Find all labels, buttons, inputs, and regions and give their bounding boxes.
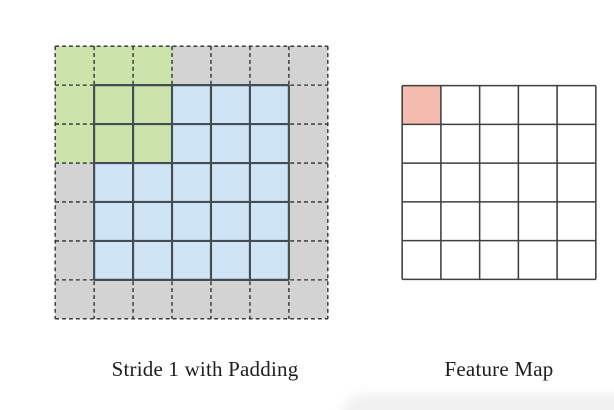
grid-cell-kernel_green [133, 85, 173, 125]
feature-map-grid [401, 84, 597, 281]
right-grid-caption: Feature Map [444, 357, 554, 381]
grid-cell-empty_white [479, 201, 519, 241]
grid-cell-padding_gray [94, 279, 134, 319]
grid-cell-kernel_green [94, 85, 134, 125]
grid-cell-padding_gray [55, 279, 95, 319]
grid-cell-padding_gray [288, 46, 328, 86]
grid-cell-padding_gray [288, 85, 328, 125]
grid-cell-padding_gray [249, 279, 289, 319]
grid-cell-input_blue [172, 163, 211, 202]
grid-cell-empty_white [440, 201, 480, 241]
grid-cell-input_blue [210, 201, 250, 241]
bottom-overlay-shadow [342, 394, 614, 410]
grid-cell-padding_gray [288, 163, 328, 202]
grid-cell-input_blue [94, 201, 134, 241]
grid-cell-empty_white [479, 163, 519, 202]
grid-cell-kernel_green [55, 85, 95, 125]
grid-cell-padding_gray [288, 240, 328, 280]
grid-cell-input_blue [172, 240, 211, 280]
grid-cell-padding_gray [288, 279, 328, 319]
grid-cell-padding_gray [288, 124, 328, 164]
grid-cell-empty_white [518, 85, 558, 125]
grid-cell-kernel_green [94, 124, 134, 164]
grid-cell-empty_white [402, 240, 441, 280]
grid-cell-kernel_green [94, 46, 134, 86]
grid-cell-padding_gray [55, 163, 95, 202]
grid-cell-padding_gray [55, 201, 95, 241]
grid-cell-padding_gray [249, 46, 289, 86]
grid-cell-empty_white [557, 201, 596, 241]
grid-cell-input_blue [210, 163, 250, 202]
grid-cell-empty_white [518, 163, 558, 202]
grid-cell-input_blue [172, 124, 211, 164]
grid-cell-input_blue [249, 85, 289, 125]
grid-cell-active_salmon [402, 85, 441, 125]
grid-cell-input_blue [94, 240, 134, 280]
grid-cell-input_blue [94, 163, 134, 202]
grid-cell-padding_gray [172, 46, 211, 86]
padded-input-grid [54, 45, 329, 320]
grid-cell-empty_white [518, 240, 558, 280]
grid-cell-input_blue [133, 240, 173, 280]
grid-cell-empty_white [440, 85, 480, 125]
grid-cell-empty_white [518, 201, 558, 241]
grid-cell-input_blue [133, 201, 173, 241]
grid-cell-empty_white [479, 124, 519, 164]
grid-cell-input_blue [210, 124, 250, 164]
grid-cell-input_blue [133, 163, 173, 202]
grid-cell-kernel_green [133, 124, 173, 164]
grid-cell-empty_white [402, 124, 441, 164]
grid-cell-empty_white [557, 240, 596, 280]
grid-cell-empty_white [479, 85, 519, 125]
grid-cell-empty_white [557, 124, 596, 164]
grid-cell-padding_gray [55, 240, 95, 280]
grid-cell-empty_white [402, 163, 441, 202]
grid-cell-padding_gray [133, 279, 173, 319]
grid-cell-input_blue [210, 85, 250, 125]
grid-cell-input_blue [210, 240, 250, 280]
grid-cell-kernel_green [55, 46, 95, 86]
grid-cell-input_blue [172, 85, 211, 125]
grid-cell-input_blue [249, 201, 289, 241]
grid-cell-empty_white [402, 201, 441, 241]
left-grid-caption: Stride 1 with Padding [111, 357, 299, 381]
grid-cell-padding_gray [172, 279, 211, 319]
grid-cell-empty_white [479, 240, 519, 280]
grid-cell-empty_white [440, 124, 480, 164]
grid-cell-input_blue [249, 240, 289, 280]
grid-cell-empty_white [557, 163, 596, 202]
grid-cell-padding_gray [210, 279, 250, 319]
grid-cell-kernel_green [133, 46, 173, 86]
grid-cell-input_blue [172, 201, 211, 241]
grid-cell-empty_white [518, 124, 558, 164]
grid-cell-padding_gray [210, 46, 250, 86]
grid-cell-input_blue [249, 124, 289, 164]
grid-cell-padding_gray [288, 201, 328, 241]
grid-cell-kernel_green [55, 124, 95, 164]
grid-cell-input_blue [249, 163, 289, 202]
grid-cell-empty_white [557, 85, 596, 125]
grid-cell-empty_white [440, 163, 480, 202]
grid-cell-empty_white [440, 240, 480, 280]
